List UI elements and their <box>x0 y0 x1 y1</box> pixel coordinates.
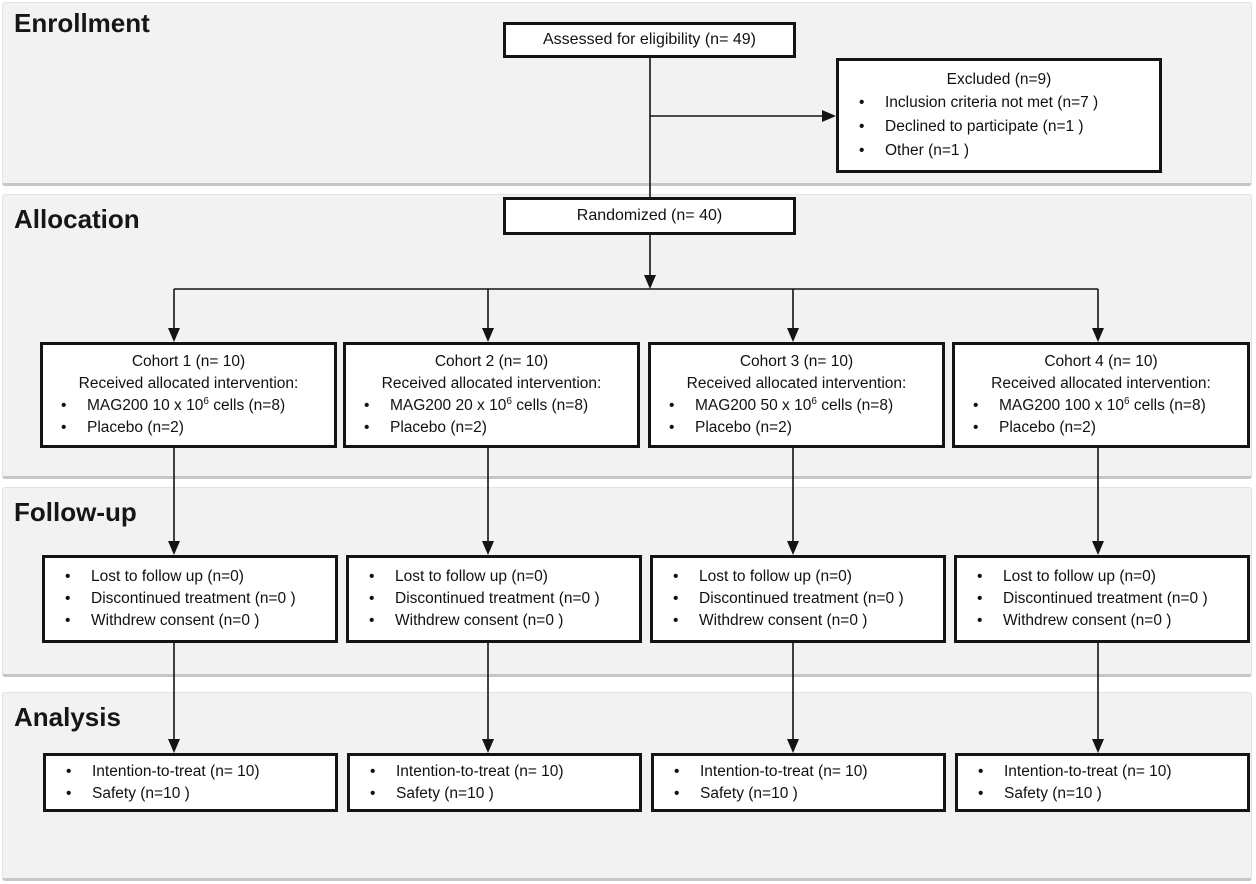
section-label-followup: Follow-up <box>14 497 137 527</box>
bullet-item: Discontinued treatment (n=0 ) <box>957 588 1247 610</box>
assessed-box: Assessed for eligibility (n= 49) <box>503 22 796 58</box>
bullet-item: Lost to follow up (n=0) <box>957 566 1247 588</box>
bullet-item: Intention-to-treat (n= 10) <box>958 761 1247 783</box>
excluded-title: Excluded (n=9) <box>946 70 1052 88</box>
bullet-item: Placebo (n=2) <box>651 417 942 439</box>
bullet-item: Withdrew consent (n=0 ) <box>957 610 1247 632</box>
analysis-box-1: Intention-to-treat (n= 10) Safety (n=10 … <box>43 753 338 812</box>
cohort-subtitle: Received allocated intervention: <box>78 375 299 392</box>
bullet-item: Intention-to-treat (n= 10) <box>46 761 335 783</box>
bullet-item: Withdrew consent (n=0 ) <box>653 610 943 632</box>
analysis-box-3: Intention-to-treat (n= 10) Safety (n=10 … <box>651 753 946 812</box>
followup-box-2: Lost to follow up (n=0) Discontinued tre… <box>346 555 642 643</box>
cohort-2-box: Cohort 2 (n= 10) Received allocated inte… <box>343 342 640 448</box>
cohort-title: Cohort 4 (n= 10) <box>1044 353 1158 370</box>
bullet-item: Withdrew consent (n=0 ) <box>349 610 639 632</box>
bullet-item: Lost to follow up (n=0) <box>653 566 943 588</box>
cohort-subtitle: Received allocated intervention: <box>991 375 1211 392</box>
bullet-item: Inclusion criteria not met (n=7 ) <box>839 91 1159 115</box>
bullet-item: Placebo (n=2) <box>955 417 1247 439</box>
followup-box-3: Lost to follow up (n=0) Discontinued tre… <box>650 555 946 643</box>
bullet-item: Lost to follow up (n=0) <box>45 566 335 588</box>
bullet-item: Safety (n=10 ) <box>958 783 1247 805</box>
followup-box-4: Lost to follow up (n=0) Discontinued tre… <box>954 555 1250 643</box>
bullet-item: MAG200 10 x 106 cells (n=8) <box>43 395 334 417</box>
randomized-box: Randomized (n= 40) <box>503 197 796 235</box>
cohort-1-box: Cohort 1 (n= 10) Received allocated inte… <box>40 342 337 448</box>
bullet-item: Withdrew consent (n=0 ) <box>45 610 335 632</box>
cohort-subtitle: Received allocated intervention: <box>381 375 602 392</box>
assessed-label: Assessed for eligibility (n= 49) <box>543 31 756 48</box>
bullet-item: Intention-to-treat (n= 10) <box>350 761 639 783</box>
bullet-item: Safety (n=10 ) <box>46 783 335 805</box>
analysis-box-4: Intention-to-treat (n= 10) Safety (n=10 … <box>955 753 1250 812</box>
bullet-item: MAG200 100 x 106 cells (n=8) <box>955 395 1247 417</box>
bullet-item: Safety (n=10 ) <box>654 783 943 805</box>
bullet-item: MAG200 20 x 106 cells (n=8) <box>346 395 637 417</box>
analysis-box-2: Intention-to-treat (n= 10) Safety (n=10 … <box>347 753 642 812</box>
section-label-analysis: Analysis <box>14 702 121 732</box>
bullet-item: Discontinued treatment (n=0 ) <box>349 588 639 610</box>
bullet-item: Discontinued treatment (n=0 ) <box>653 588 943 610</box>
cohort-title: Cohort 1 (n= 10) <box>131 353 246 370</box>
section-label-enrollment: Enrollment <box>14 8 150 38</box>
cohort-subtitle: Received allocated intervention: <box>686 375 907 392</box>
bullet-item: MAG200 50 x 106 cells (n=8) <box>651 395 942 417</box>
section-label-allocation: Allocation <box>14 204 140 234</box>
cohort-title: Cohort 2 (n= 10) <box>434 353 549 370</box>
bullet-item: Intention-to-treat (n= 10) <box>654 761 943 783</box>
bullet-item: Placebo (n=2) <box>346 417 637 439</box>
bullet-item: Safety (n=10 ) <box>350 783 639 805</box>
cohort-3-box: Cohort 3 (n= 10) Received allocated inte… <box>648 342 945 448</box>
bullet-item: Declined to participate (n=1 ) <box>839 115 1159 139</box>
bullet-item: Lost to follow up (n=0) <box>349 566 639 588</box>
cohort-4-box: Cohort 4 (n= 10) Received allocated inte… <box>952 342 1250 448</box>
excluded-box: Excluded (n=9) Inclusion criteria not me… <box>836 58 1162 173</box>
followup-box-1: Lost to follow up (n=0) Discontinued tre… <box>42 555 338 643</box>
randomized-label: Randomized (n= 40) <box>576 207 723 224</box>
bullet-item: Placebo (n=2) <box>43 417 334 439</box>
bullet-item: Discontinued treatment (n=0 ) <box>45 588 335 610</box>
cohort-title: Cohort 3 (n= 10) <box>739 353 854 370</box>
bullet-item: Other (n=1 ) <box>839 139 1159 163</box>
